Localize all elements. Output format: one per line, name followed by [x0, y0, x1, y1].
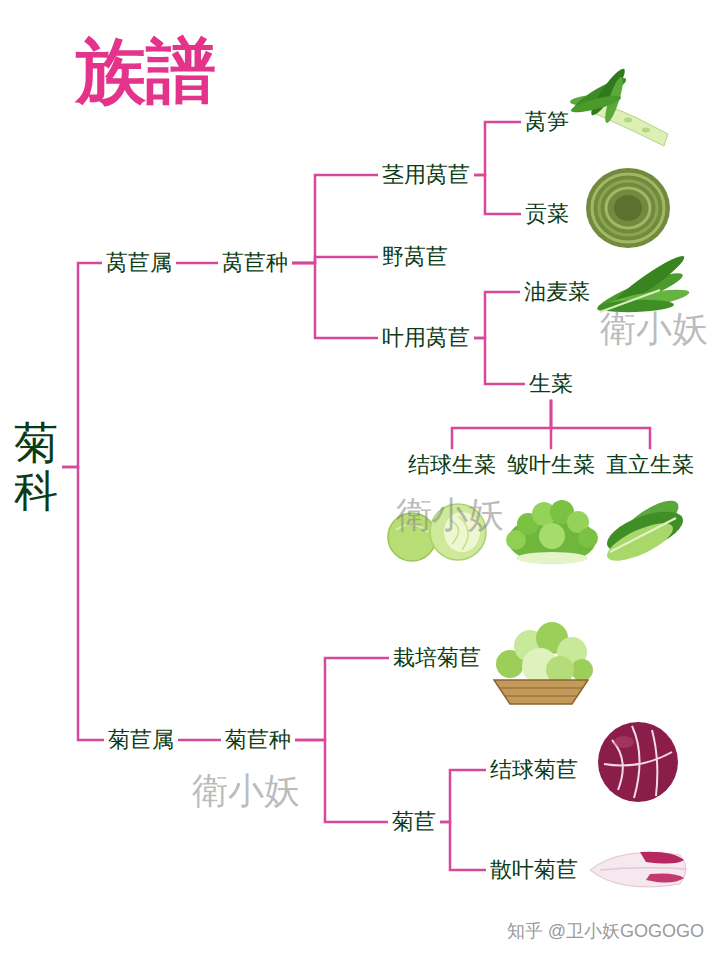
- coil-strand: [599, 181, 657, 235]
- tree-branch: [474, 338, 525, 384]
- radicchio-head: [598, 722, 678, 802]
- taxon-node: 菊苣属: [104, 724, 178, 756]
- taxon-name: 栽培菊苣: [393, 644, 481, 672]
- frisee-leaf: [571, 659, 593, 681]
- taxon-node: 直立生菜: [602, 449, 698, 481]
- taxon-name: 菊苣种: [225, 726, 291, 754]
- stem-lettuce-photo: [570, 66, 668, 146]
- taxon-name: 茎用莴苣: [382, 161, 470, 189]
- taxon-name: 油麦菜: [524, 278, 590, 306]
- taxon-node: 结球生菜: [404, 449, 500, 481]
- taxon-name: 菊科: [14, 419, 58, 516]
- radicchio-photo: [598, 722, 678, 802]
- taxon-name: 皱叶生菜: [507, 451, 595, 479]
- taxon-name: 莴苣种: [222, 249, 288, 277]
- title-holder: 族譜: [76, 32, 216, 109]
- tree-branch: [295, 740, 388, 822]
- taxon-node: 生菜: [525, 368, 577, 400]
- label-holder: 衛小妖: [192, 768, 300, 813]
- taxon-name: 菊苣: [392, 808, 436, 836]
- red-leaf-tip: [640, 852, 684, 864]
- tree-branch: [474, 175, 521, 214]
- taxon-node: 莴苣种: [218, 247, 292, 279]
- endive-body: [590, 853, 686, 887]
- tree-branch: [474, 122, 521, 175]
- dried-coil: [586, 168, 670, 248]
- label-holder: 衛小妖: [600, 306, 708, 351]
- highlight: [614, 736, 634, 748]
- watermark: 衛小妖: [192, 768, 300, 813]
- taxon-node: 结球菊苣: [486, 754, 582, 786]
- diagram-title: 族譜: [76, 32, 216, 109]
- youmaicai-photo: [594, 251, 690, 317]
- curly-lettuce-photo: [506, 500, 598, 564]
- credit-line: 知乎 @卫小妖GOGOGO: [507, 920, 704, 943]
- taxon-node: 油麦菜: [520, 276, 594, 308]
- red-endive-photo: [590, 852, 686, 887]
- basket: [494, 680, 588, 704]
- taxon-node: 莴笋: [521, 106, 573, 138]
- white-veins: [604, 726, 672, 798]
- taxon-node: 菊科: [10, 417, 62, 518]
- tree-branch: [292, 175, 378, 263]
- tree-branch: [452, 400, 551, 450]
- leaf: [602, 516, 677, 568]
- frill: [578, 528, 598, 548]
- taxon-node: 菊苣种: [221, 724, 295, 756]
- lettuce-base: [516, 552, 588, 564]
- coil-strand: [606, 188, 650, 228]
- red-leaf-tip: [646, 874, 684, 883]
- frill: [539, 523, 565, 549]
- tree-branch: [551, 400, 650, 450]
- watermark: 衛小妖: [396, 492, 504, 537]
- watermark: 衛小妖: [600, 306, 708, 351]
- taxon-node: 莴苣属: [102, 247, 176, 279]
- coil-strand: [592, 174, 664, 242]
- tree-branch: [474, 292, 520, 338]
- romaine-lettuce-photo: [602, 493, 688, 568]
- basket-weave: [500, 688, 582, 696]
- taxon-node: 叶用莴苣: [378, 322, 474, 354]
- taxon-name: 莴苣属: [106, 249, 172, 277]
- taxon-name: 生菜: [529, 370, 573, 398]
- taxon-node: 贡菜: [521, 198, 573, 230]
- tree-branch: [62, 467, 104, 740]
- taxon-name: 直立生菜: [606, 451, 694, 479]
- taxon-node: 散叶菊苣: [486, 854, 582, 886]
- tree-branch: [178, 739, 221, 742]
- taxon-node: 菊苣: [388, 806, 440, 838]
- tree-branch: [62, 263, 102, 467]
- taxon-name: 贡菜: [525, 200, 569, 228]
- label-holder: 衛小妖: [396, 492, 504, 537]
- leaf-line: [600, 868, 686, 870]
- leaf-scar: [624, 118, 632, 123]
- label-holder: 知乎 @卫小妖GOGOGO: [507, 920, 704, 943]
- tree-branch: [440, 822, 486, 870]
- leaf-rib: [610, 518, 676, 552]
- taxon-name: 莴笋: [525, 108, 569, 136]
- taxon-node: 皱叶生菜: [503, 449, 599, 481]
- taxon-name: 野莴苣: [382, 243, 448, 271]
- frisee-photo: [494, 622, 593, 704]
- taxon-name: 结球生菜: [408, 451, 496, 479]
- taxon-name: 散叶菊苣: [490, 856, 578, 884]
- coil-center: [614, 195, 642, 221]
- tree-branch: [292, 263, 378, 338]
- tree-branch: [295, 658, 389, 740]
- taxon-name: 菊苣属: [108, 726, 174, 754]
- taxon-name: 结球菊苣: [490, 756, 578, 784]
- tree-branch: [176, 262, 218, 265]
- taxon-name: 叶用莴苣: [382, 324, 470, 352]
- leaf: [570, 92, 623, 115]
- tree-branch: [440, 770, 486, 822]
- gongcai-photo: [586, 168, 670, 248]
- leaf-scar: [642, 128, 650, 133]
- taxon-node: 栽培菊苣: [389, 642, 485, 674]
- taxon-node: 野莴苣: [378, 241, 452, 273]
- taxon-node: 茎用莴苣: [378, 159, 474, 191]
